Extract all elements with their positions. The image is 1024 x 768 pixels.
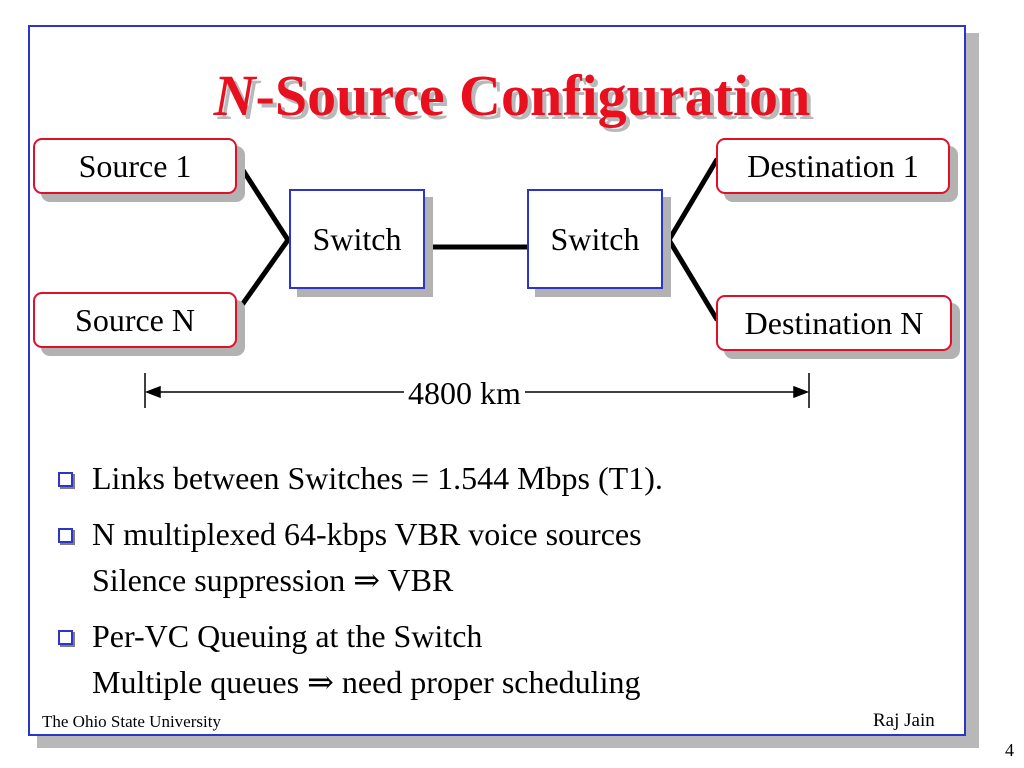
link-switch-destN [665, 236, 720, 322]
bullet-line: Per-VC Queuing at the Switch [92, 618, 483, 654]
distance-arrow-left [144, 385, 161, 399]
bullet-line: Silence suppression ⇒ VBR [92, 562, 454, 598]
distance-arrow-right [793, 385, 810, 399]
bullet-item: Links between Switches = 1.544 Mbps (T1)… [56, 455, 936, 501]
destination-1-node: Destination 1 [716, 138, 950, 194]
destination-n-node: Destination N [716, 295, 952, 351]
switch-right-label: Switch [550, 221, 640, 257]
bullet-line: Links between Switches = 1.544 Mbps (T1)… [92, 460, 663, 496]
source-n-node: Source N [33, 292, 237, 348]
switch-left-label: Switch [312, 221, 402, 257]
bullet-line: Multiple queues ⇒ need proper scheduling [92, 664, 641, 700]
switch-left-node: Switch [289, 189, 425, 289]
bullet-item: N multiplexed 64-kbps VBR voice sources … [56, 511, 936, 603]
source-1-node: Source 1 [33, 138, 237, 194]
link-source1-switch [233, 157, 292, 244]
footer-university: The Ohio State University [42, 712, 221, 731]
title-italic-n: N [213, 63, 256, 128]
slide-title: N-Source Configuration [0, 62, 1024, 129]
bullet-list: Links between Switches = 1.544 Mbps (T1)… [56, 455, 936, 715]
page-number: 4 [1005, 740, 1014, 760]
title-text: -Source Configuration [255, 63, 811, 128]
destination-1-label: Destination 1 [747, 148, 919, 184]
link-switch-dest1 [665, 157, 720, 244]
checkbox-bullet-icon [58, 472, 73, 487]
switch-right-node: Switch [527, 189, 663, 289]
destination-n-label: Destination N [744, 305, 924, 341]
bullet-item: Per-VC Queuing at the Switch Multiple qu… [56, 613, 936, 705]
checkbox-bullet-icon [58, 630, 73, 645]
source-1-label: Source 1 [78, 148, 192, 184]
distance-label: 4800 km [404, 375, 525, 412]
source-n-label: Source N [75, 302, 195, 338]
bullet-line: N multiplexed 64-kbps VBR voice sources [92, 516, 642, 552]
footer-author: Raj Jain [873, 710, 935, 731]
checkbox-bullet-icon [58, 528, 73, 543]
link-sourceN-switch [233, 236, 292, 316]
